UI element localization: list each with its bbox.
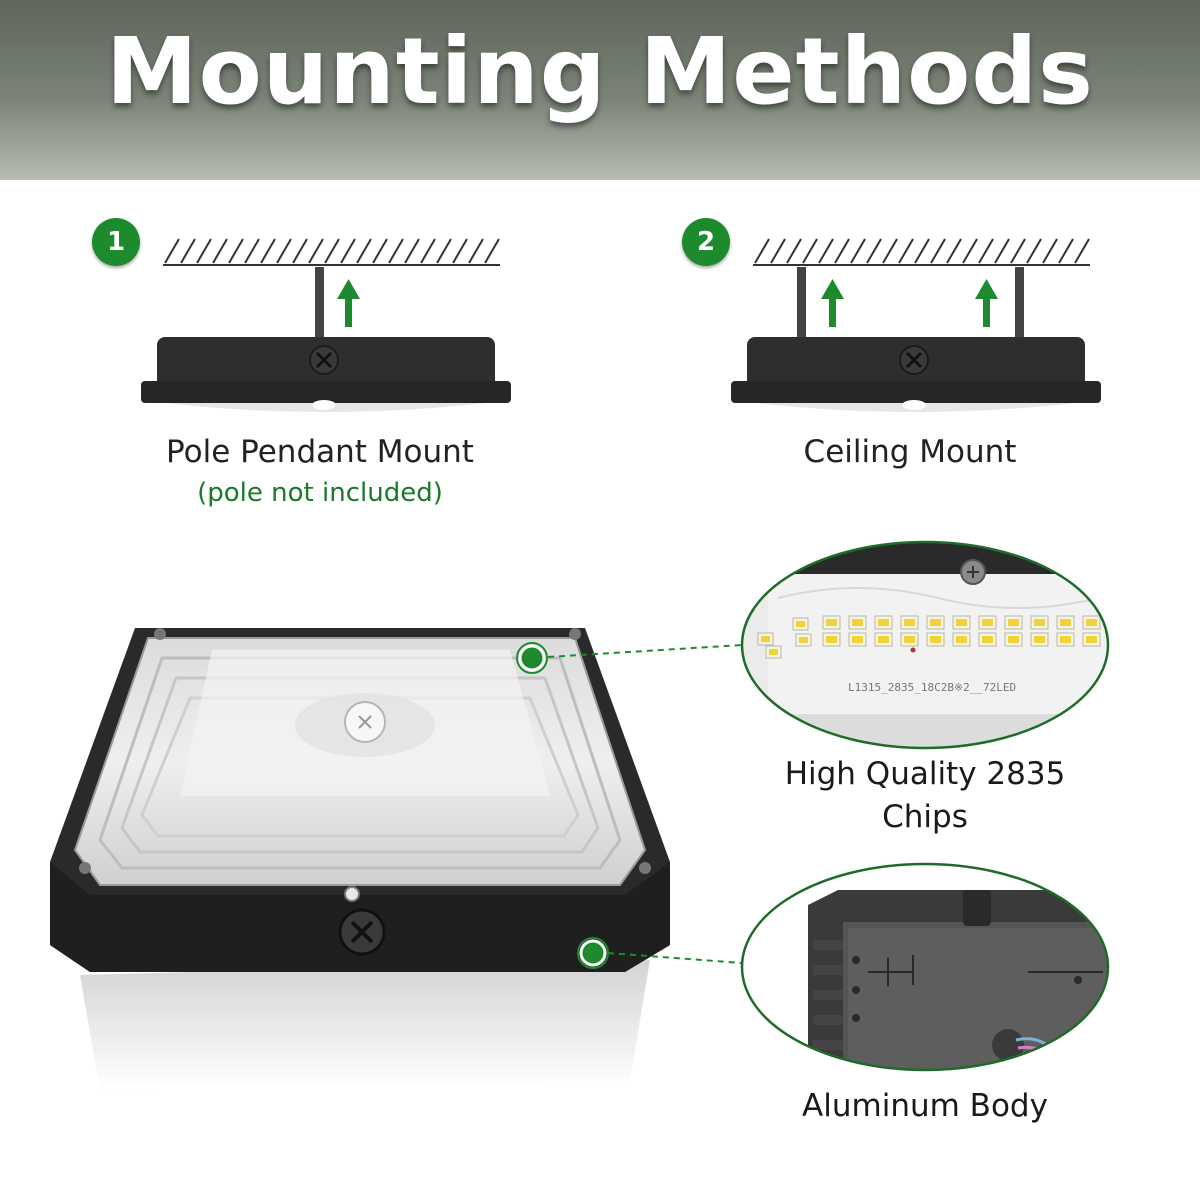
- fixture-side-view: [141, 337, 511, 412]
- page-title: Mounting Methods: [106, 18, 1094, 125]
- header-banner: Mounting Methods: [0, 0, 1200, 180]
- canopy-light-product-image: [50, 628, 670, 1090]
- aluminum-body-caption: Aluminum Body: [802, 1088, 1048, 1124]
- ceiling-hatch: [753, 238, 1090, 266]
- chip-connector-line: [547, 644, 743, 658]
- body-marker-dot: [579, 939, 607, 967]
- ceiling-mount-diagram: [731, 238, 1101, 412]
- up-arrow-icon: [337, 279, 360, 327]
- ceiling-hatch: [163, 238, 500, 266]
- chips-caption-line2: Chips: [882, 799, 968, 835]
- floor-reflection: [80, 960, 650, 1090]
- pole-not-included-note: (pole not included): [197, 478, 443, 508]
- bracket-right: [1015, 267, 1024, 339]
- pole: [315, 267, 324, 339]
- body-connector-line: [607, 952, 743, 964]
- ceiling-mount-caption: Ceiling Mount: [803, 434, 1017, 470]
- up-arrow-icon: [821, 279, 844, 327]
- up-arrow-icon: [975, 279, 998, 327]
- step-badge-1: 1: [92, 218, 140, 266]
- lens-marker-dot: [518, 644, 546, 672]
- board-label: L1315_2835_18C2B※2__72LED: [848, 681, 1016, 694]
- pole-pendant-mount-diagram: [141, 238, 511, 412]
- chips-caption-line1: High Quality 2835: [784, 756, 1066, 792]
- bracket-left: [797, 267, 806, 339]
- aluminum-body-callout: [740, 862, 1110, 1072]
- chips-caption: High Quality 2835 Chips: [740, 753, 1110, 839]
- led-chips-callout: L1315_2835_18C2B※2__72LED: [740, 540, 1110, 750]
- pole-pendant-mount-caption: Pole Pendant Mount: [166, 434, 474, 470]
- fixture-side-view: [731, 337, 1101, 412]
- step-badge-2: 2: [682, 218, 730, 266]
